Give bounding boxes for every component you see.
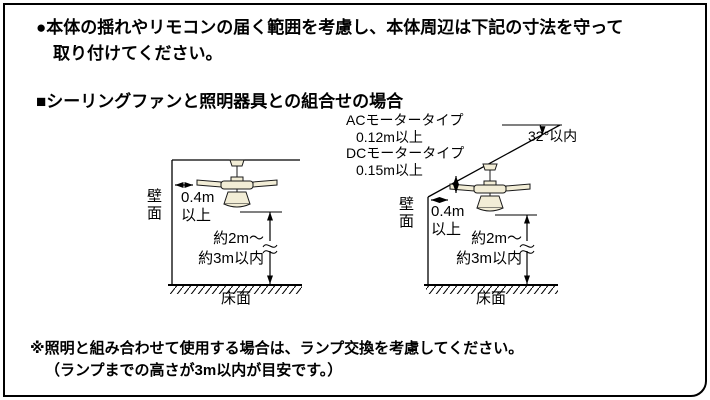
- floor-hatching: [170, 286, 302, 294]
- intro-line2: 取り付けてください。: [53, 44, 223, 63]
- angle-arc: [539, 124, 546, 135]
- floor-label-right: 床面: [476, 290, 507, 307]
- wall-label-left: 壁面: [147, 188, 163, 222]
- note-line1: ※照明と組み合わせて使用する場合は、ランプ交換を考慮してください。: [30, 340, 524, 357]
- ac-motor-value: 0.12m以上: [356, 128, 423, 145]
- dc-motor-label: DCモータータイプ: [346, 145, 465, 161]
- wall-distance-label-left: 0.4m 以上: [181, 189, 214, 225]
- break-mark: [519, 244, 535, 248]
- wall-distance-value: 0.4m: [431, 203, 465, 220]
- wall-distance-unit: 以上: [431, 221, 462, 238]
- wall-distance-unit: 以上: [181, 207, 212, 224]
- section-title: ■シーリングファンと照明器具との組合せの場合: [36, 92, 404, 111]
- ac-motor-label: ACモータータイプ: [346, 112, 464, 128]
- height-range-line2: 約3m以内: [198, 250, 264, 267]
- intro-line1: ●本体の揺れやリモコンの届く範囲を考慮し、本体周辺は下記の寸法を守って: [36, 18, 624, 37]
- intro-text: ●本体の揺れやリモコンの届く範囲を考慮し、本体周辺は下記の寸法を守って 取り付け…: [36, 15, 623, 67]
- height-range-label-right: 約2m〜 約3m以内: [448, 229, 522, 269]
- height-range-line1: 約2m〜: [471, 230, 522, 247]
- height-range-line1: 約2m〜: [213, 230, 264, 247]
- floor-label-left: 床面: [221, 290, 252, 307]
- wall-distance-label-right: 0.4m 以上: [431, 203, 464, 239]
- break-mark: [262, 250, 278, 254]
- wall-label-right: 壁面: [399, 196, 415, 230]
- height-range-label-left: 約2m〜 約3m以内: [190, 229, 264, 269]
- diagram-right: [424, 124, 562, 294]
- dc-motor-value: 0.15m以上: [356, 161, 423, 178]
- note-line2: （ランプまでの高さが3m以内が目安です。）: [45, 362, 343, 379]
- break-mark: [262, 244, 278, 248]
- break-mark: [519, 250, 535, 254]
- motor-type-labels: ACモータータイプ 0.12m以上 DCモータータイプ 0.15m以上: [346, 112, 464, 178]
- angle-label: 32°以内: [528, 128, 578, 144]
- wall-distance-value: 0.4m: [181, 189, 215, 206]
- floor-hatching: [426, 286, 558, 294]
- height-range-line2: 約3m以内: [456, 250, 522, 267]
- diagram-left: [168, 159, 302, 294]
